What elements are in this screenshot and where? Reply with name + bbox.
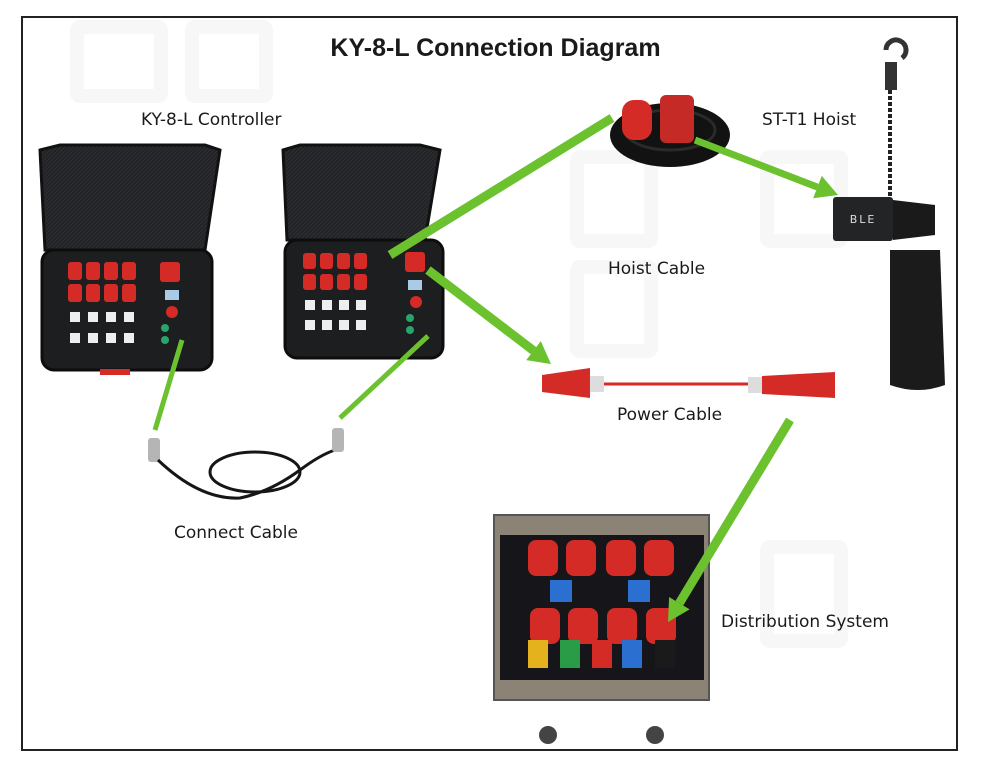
diagram-title: KY-8-L Connection Diagram xyxy=(330,34,661,62)
rotary-switches xyxy=(70,312,134,343)
hoist-cable-connector xyxy=(660,95,694,143)
label-controller: KY-8-L Controller xyxy=(141,110,282,130)
label-hoist: ST-T1 Hoist xyxy=(762,110,857,130)
hoist-cable-plug xyxy=(622,100,652,140)
controller-case-left xyxy=(38,143,222,375)
label-hoist-cable: Hoist Cable xyxy=(608,259,706,279)
arrow-head xyxy=(813,175,838,199)
emergency-stop xyxy=(166,306,178,318)
power-cable-plug xyxy=(762,372,835,398)
hoist-cable-image xyxy=(610,95,730,167)
connection-arrow xyxy=(338,334,430,420)
arrow-head xyxy=(526,341,551,364)
connection-arrow xyxy=(693,136,819,191)
socket-group xyxy=(68,262,136,302)
label-distribution: Distribution System xyxy=(721,612,889,632)
controller-case-right xyxy=(281,143,445,360)
main-power-inlet xyxy=(160,262,180,282)
socket-group xyxy=(303,253,367,290)
connection-arrows xyxy=(152,114,838,622)
hoist-image: BLE xyxy=(833,37,945,390)
arrow-head xyxy=(668,596,690,622)
watermark xyxy=(70,20,168,103)
hoist-brand-mark: BLE xyxy=(850,213,877,226)
power-cable-connector xyxy=(542,368,590,398)
watermark xyxy=(185,20,273,103)
xlr-female xyxy=(148,438,160,462)
distribution-system-image xyxy=(493,514,710,744)
xlr-male xyxy=(332,428,344,452)
connection-arrow xyxy=(387,114,615,259)
main-power-inlet xyxy=(405,252,425,272)
connection-arrow xyxy=(425,266,537,355)
connection-arrow xyxy=(152,339,185,431)
connect-cable-image xyxy=(148,428,344,500)
watermark xyxy=(760,540,848,648)
diagram-frame xyxy=(21,16,958,751)
label-connect-cable: Connect Cable xyxy=(174,523,298,543)
connection-arrow xyxy=(675,417,794,606)
socket-group xyxy=(528,540,676,644)
breaker xyxy=(165,290,179,300)
label-power-cable: Power Cable xyxy=(617,405,723,425)
watermark xyxy=(570,260,658,358)
power-cable-image xyxy=(542,368,835,398)
